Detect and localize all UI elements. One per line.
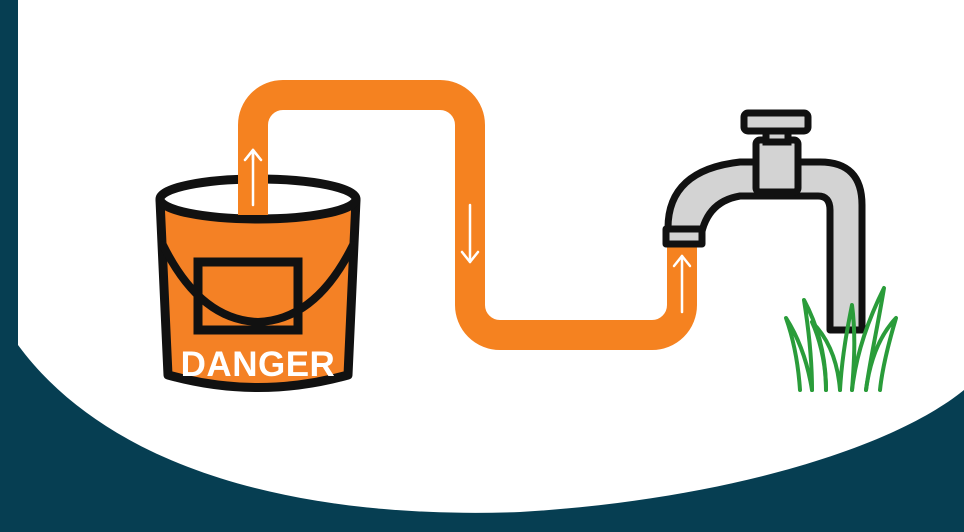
bucket-label: DANGER [181,345,336,384]
arrow-down-icon [460,203,480,264]
bucket-icon: DANGER [155,148,361,392]
faucet-valve-body [752,136,802,196]
bucket-label-plate [193,257,303,335]
grass-icon [784,286,898,392]
faucet-icon [662,109,866,334]
faucet-spout-tip [662,225,706,248]
arrow-up-icon [243,148,263,207]
arrow-up-icon [672,254,692,314]
faucet-handle [740,109,812,135]
bucket-handle [159,241,357,327]
